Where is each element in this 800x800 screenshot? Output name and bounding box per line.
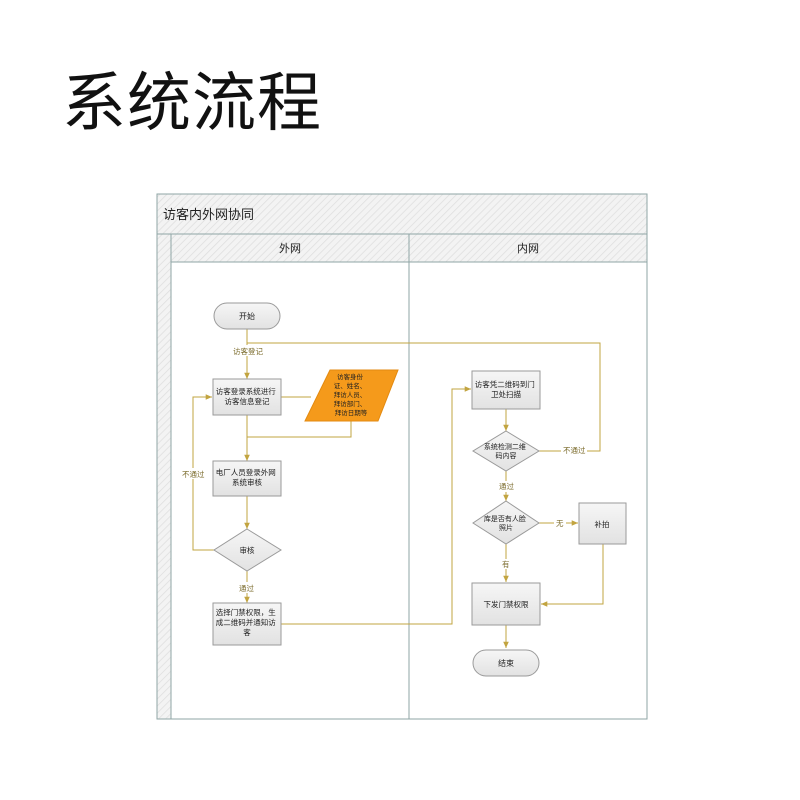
node-start-label: 开始 — [239, 311, 255, 321]
node-register-line: 访客信息登记 — [225, 396, 270, 406]
node-info-line: 拜访日期等 — [335, 408, 368, 417]
node-gen-code-line: 客 — [243, 627, 251, 637]
node-end: 结束 — [472, 649, 540, 677]
node-info-data: 访客身份 证、姓名、 拜访人员、 拜访部门、 拜访日期等 — [304, 369, 399, 422]
node-scan-line: 访客凭二维码到门 — [475, 379, 535, 389]
svg-text:选择门禁权限，生 成二维码并通知访: 选择门禁权限，生 成二维码并通知访 客 — [216, 607, 278, 637]
node-scan-line: 卫处扫描 — [491, 389, 521, 399]
node-gen-code-line: 成二维码并通知访 — [216, 617, 276, 627]
node-decision-photo-line: 库是否有人脸 — [484, 514, 526, 523]
svg-text:访客登录系统进行 访客信息登记: 访客登录系统进行 访客信息登记 — [216, 386, 278, 406]
node-review-task-line: 电厂人员登录外网 — [216, 467, 276, 477]
svg-text:电厂人员登录外网 系统审核: 电厂人员登录外网 系统审核 — [216, 467, 278, 487]
node-register-line: 访客登录系统进行 — [216, 386, 276, 396]
node-register: 访客登录系统进行 访客信息登记 — [212, 378, 282, 416]
lane-header-outer: 外网 — [279, 242, 301, 255]
svg-text:库是否有人脸 照片: 库是否有人脸 照片 — [484, 514, 528, 532]
edge-label-review-pass: 通过 — [239, 583, 254, 593]
edge-gen-to-scan — [281, 386, 471, 625]
edge-labels: 访客登记 不通过 通过 不通过 通过 无 有 — [181, 345, 587, 593]
node-scan: 访客凭二维码到门 卫处扫描 — [471, 370, 541, 410]
edge-label-photo-yes: 有 — [502, 559, 510, 569]
edge-label-photo-no: 无 — [556, 519, 564, 528]
node-decision-review-label: 审核 — [240, 545, 255, 555]
node-supplement-label: 补拍 — [595, 519, 610, 529]
node-gen-code: 选择门禁权限，生 成二维码并通知访 客 — [212, 602, 282, 646]
node-decision-photo: 库是否有人脸 照片 — [472, 500, 540, 545]
node-decision-review: 审核 — [213, 528, 282, 572]
node-issue: 下发门禁权限 — [471, 582, 541, 626]
node-start: 开始 — [213, 302, 281, 330]
node-decision-photo-line: 照片 — [499, 523, 513, 532]
svg-text:访客凭二维码到门 卫处扫描: 访客凭二维码到门 卫处扫描 — [475, 379, 537, 399]
node-review-task-line: 系统审核 — [232, 477, 262, 487]
node-info-line: 拜访人员、 — [334, 390, 367, 399]
edge-label-detect-pass: 通过 — [499, 481, 514, 491]
pool-side-strip — [156, 233, 172, 720]
pool-header — [156, 193, 648, 235]
node-decision-detect-line: 系统检测二维 — [484, 442, 526, 451]
pool-title: 访客内外网协同 — [163, 207, 254, 223]
edge-label-detect-fail: 不通过 — [563, 445, 586, 455]
node-gen-code-line: 选择门禁权限，生 — [216, 607, 276, 617]
node-info-line: 拜访部门、 — [334, 399, 367, 408]
node-info-line: 证、姓名、 — [334, 381, 367, 390]
svg-text:系统检测二维 码内容: 系统检测二维 码内容 — [484, 442, 528, 460]
svg-text:访客身份 证、姓名、 拜访人员、: 访客身份 证、姓名、 拜访人员、 拜访部门、 拜访日期等 — [334, 372, 369, 417]
node-decision-detect: 系统检测二维 码内容 — [472, 430, 540, 472]
node-issue-label: 下发门禁权限 — [484, 599, 529, 609]
edge-label-review-fail: 不通过 — [182, 469, 205, 479]
edge-info-to-review — [247, 421, 352, 438]
node-review-task: 电厂人员登录外网 系统审核 — [212, 460, 282, 497]
node-info-line: 访客身份 — [337, 372, 364, 381]
node-supplement: 补拍 — [578, 502, 627, 545]
lane-header-inner: 内网 — [517, 241, 539, 255]
page-title: 系统流程 — [62, 67, 322, 141]
edge-label-visitor-register: 访客登记 — [233, 346, 263, 356]
edge-supplement-to-issue — [541, 544, 604, 607]
node-end-label: 结束 — [498, 658, 514, 668]
node-decision-detect-line: 码内容 — [496, 451, 517, 460]
